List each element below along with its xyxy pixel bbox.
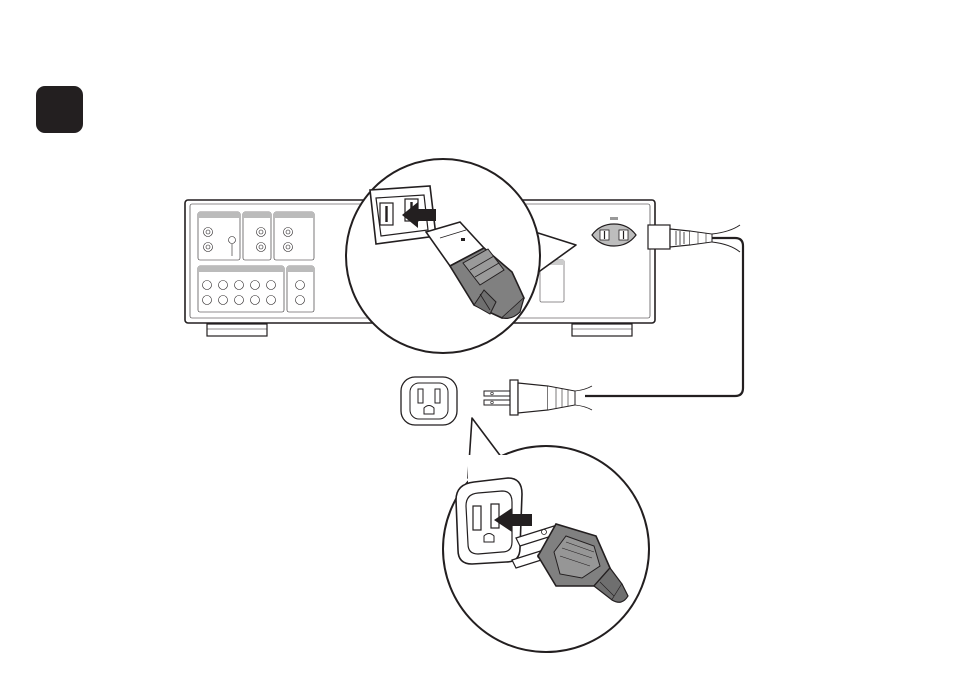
input-jack-group-2 (242, 211, 272, 261)
power-cord-icon (585, 224, 745, 398)
input-jack-group-3 (273, 211, 315, 261)
ac-inlet-icon (591, 217, 637, 247)
insert-arrow-icon (402, 202, 436, 228)
ac-inlet-callout (345, 158, 577, 354)
input-jack-group-1 (197, 211, 241, 261)
step-number-badge (36, 86, 83, 133)
wall-outlet-callout (442, 417, 650, 653)
two-prong-plug-icon (483, 379, 593, 416)
input-jack-group-5 (286, 265, 315, 313)
input-jack-group-4 (197, 265, 285, 313)
insert-arrow-icon (494, 508, 532, 532)
wall-outlet-icon (400, 376, 458, 426)
